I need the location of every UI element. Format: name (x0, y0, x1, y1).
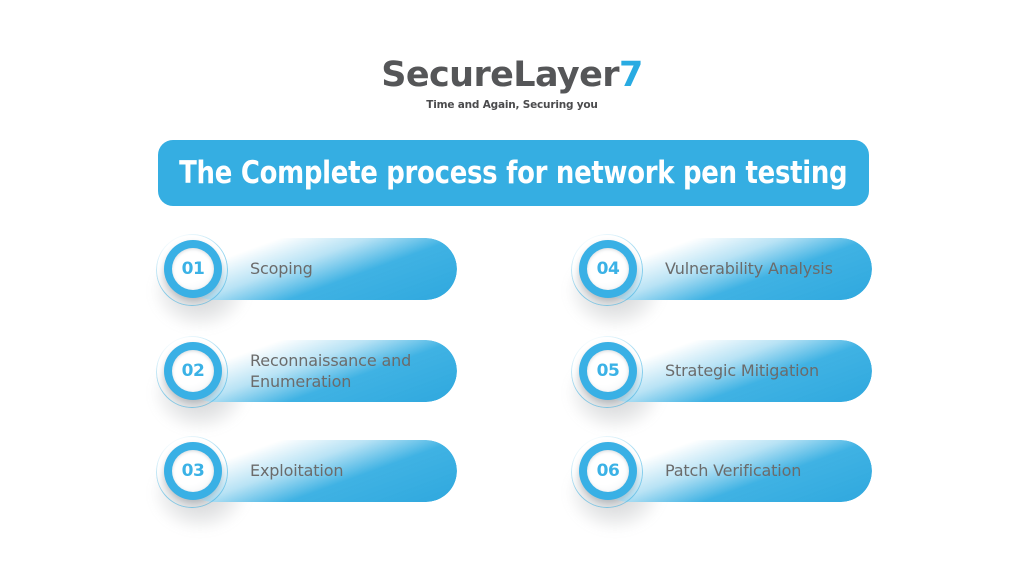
brand-name: SecureLayer7 (0, 58, 1024, 93)
process-step-05[interactable]: 05 Strategic Mitigation (567, 336, 872, 430)
process-step-04[interactable]: 04 Vulnerability Analysis (567, 234, 872, 328)
process-step-02[interactable]: 02 Reconnaissance and Enumeration (152, 336, 457, 430)
step-number: 05 (596, 360, 620, 381)
step-number-badge: 01 (164, 240, 222, 298)
step-label: Vulnerability Analysis (665, 259, 833, 279)
step-outer-ring (156, 436, 228, 508)
title-banner: The Complete process for network pen tes… (158, 140, 869, 206)
step-number-badge: 06 (579, 442, 637, 500)
step-number-badge: 03 (164, 442, 222, 500)
step-number-badge: 05 (579, 342, 637, 400)
step-outer-ring (571, 336, 643, 408)
step-badge-inner: 03 (172, 450, 214, 492)
step-badge-inner: 06 (587, 450, 629, 492)
step-label: Patch Verification (665, 461, 802, 481)
step-label: Exploitation (250, 461, 344, 481)
step-label: Strategic Mitigation (665, 361, 819, 381)
step-outer-ring (571, 234, 643, 306)
step-number-badge: 04 (579, 240, 637, 298)
page-title: The Complete process for network pen tes… (179, 155, 848, 191)
step-badge-inner: 04 (587, 248, 629, 290)
step-badge-inner: 05 (587, 350, 629, 392)
process-step-01[interactable]: 01 Scoping (152, 234, 457, 328)
step-number: 01 (181, 258, 205, 279)
process-step-03[interactable]: 03 Exploitation (152, 436, 457, 530)
process-step-06[interactable]: 06 Patch Verification (567, 436, 872, 530)
step-badge-inner: 01 (172, 248, 214, 290)
brand-name-main: SecureLayer (381, 55, 619, 95)
step-outer-ring (156, 336, 228, 408)
brand-name-accent: 7 (618, 55, 643, 95)
brand-logo: SecureLayer7 Time and Again, Securing yo… (0, 58, 1024, 112)
step-outer-ring (571, 436, 643, 508)
step-label: Scoping (250, 259, 313, 279)
step-number: 06 (596, 460, 620, 481)
brand-tagline: Time and Again, Securing you (426, 99, 598, 111)
step-label: Reconnaissance and Enumeration (250, 350, 412, 391)
step-number: 04 (596, 258, 620, 279)
step-number: 02 (181, 360, 205, 381)
step-outer-ring (156, 234, 228, 306)
step-number-badge: 02 (164, 342, 222, 400)
step-badge-inner: 02 (172, 350, 214, 392)
step-number: 03 (181, 460, 205, 481)
